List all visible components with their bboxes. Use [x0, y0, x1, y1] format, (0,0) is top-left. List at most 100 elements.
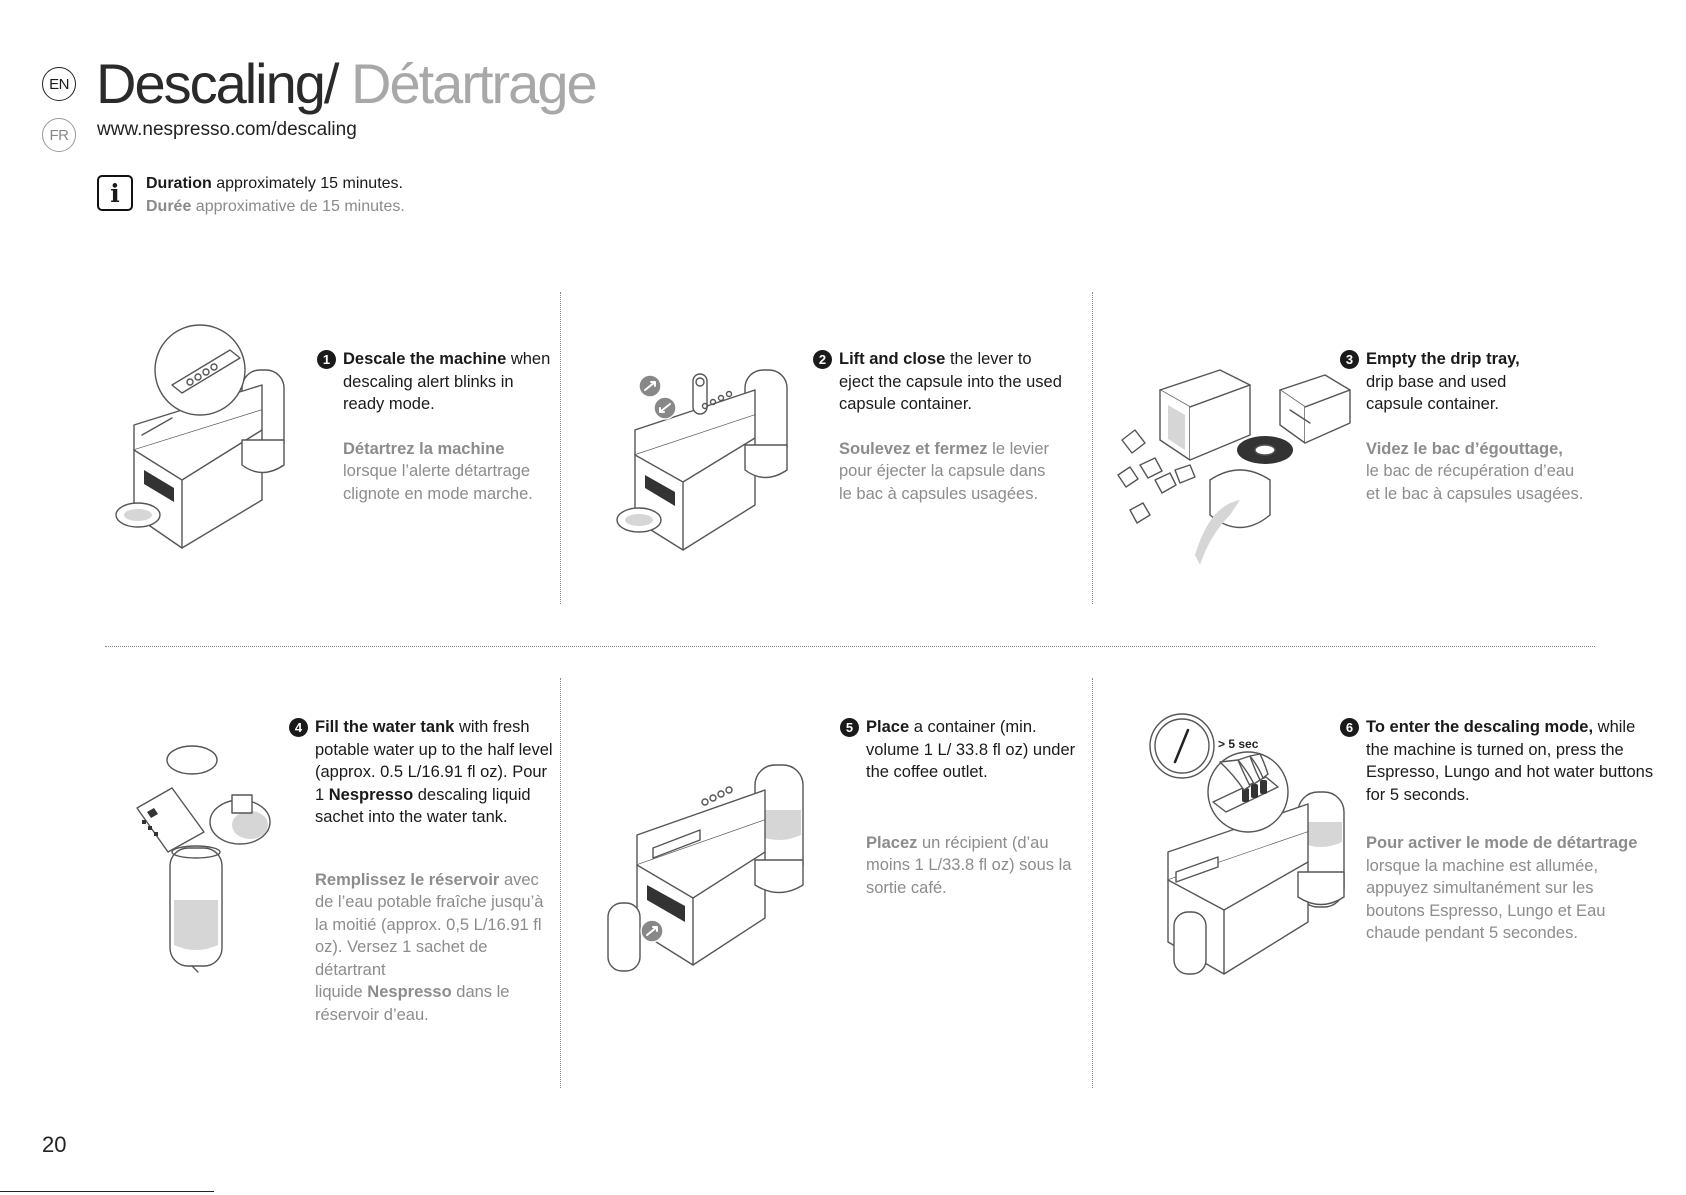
step-1-fr-line: clignote en mode marche.	[343, 484, 533, 503]
duration-en: Duration approximately 15 minutes.	[146, 175, 403, 193]
step-4-en-line: potable water up to the half level	[315, 740, 553, 759]
step-4-fr-line: Remplissez le réservoir avec	[315, 869, 560, 892]
step-2-en-text: the lever to	[945, 350, 1032, 368]
step-1-en-bold: Descale the machine	[343, 350, 507, 368]
title-en: Descaling/	[96, 52, 339, 115]
step-4-fr-bold: Remplissez le réservoir	[315, 870, 500, 889]
step-4-en: Fill the water tank with fresh potable w…	[315, 716, 560, 829]
step-1-en-text: when	[506, 350, 551, 368]
column-divider	[560, 678, 561, 1088]
info-icon: i	[97, 175, 133, 211]
step-4-en-text: 1	[315, 785, 329, 804]
step-1-fr-bold: Détartrez la machine	[343, 439, 505, 458]
step-3-en-line: Empty the drip tray,	[1366, 348, 1596, 371]
step-5-en-text: a container (min.	[909, 718, 1037, 736]
step-4-fr-line: liquide Nespresso dans le	[315, 981, 560, 1004]
step-4-en-line: sachet into the water tank.	[315, 808, 508, 826]
step-2-fr-bold: Soulevez et fermez	[839, 439, 988, 458]
step-2-en: Lift and close the lever to eject the ca…	[839, 348, 1084, 416]
timer-label: > 5 sec	[1218, 737, 1259, 751]
step-6-en-text: while	[1593, 718, 1636, 736]
step-2-en-line: eject the capsule into the used	[839, 372, 1062, 391]
duration-en-bold: Duration	[146, 175, 212, 192]
step-4-en-text: with fresh	[454, 718, 530, 736]
step-2: 2 Lift and close the lever to eject the …	[813, 348, 1084, 506]
step-6-fr-line: lorsque la machine est allumée,	[1366, 856, 1599, 875]
row-divider	[105, 646, 1595, 647]
step-1-en: Descale the machine when descaling alert…	[343, 348, 558, 416]
step-5-fr-bold: Placez	[866, 833, 918, 852]
step-6-fr-line: boutons Espresso, Lungo et Eau	[1366, 901, 1606, 920]
step-3-fr-line: Videz le bac d’égouttage,	[1366, 438, 1596, 461]
step-3-en-line: drip base and used	[1366, 372, 1507, 391]
step-2-en-line: Lift and close the lever to	[839, 348, 1084, 371]
step-1-en-line: ready mode.	[343, 395, 435, 413]
step-2-fr-line: pour éjecter la capsule dans	[839, 462, 1046, 480]
step-5-fr-line: sortie café.	[866, 878, 947, 897]
step-3-en: Empty the drip tray, drip base and used …	[1366, 348, 1596, 416]
step-1-fr: Détartrez la machine lorsque l’alerte dé…	[343, 438, 558, 506]
step-1: 1 Descale the machine when descaling ale…	[317, 348, 558, 506]
step-6-en: To enter the descaling mode, while the m…	[1366, 716, 1666, 806]
step-4-fr-line: la moitié (approx. 0,5 L/16.91 fl	[315, 915, 542, 934]
step-1-number: 1	[317, 350, 336, 369]
step-4-fr-text: avec	[499, 870, 539, 889]
step-5: 5 Place a container (min. volume 1 L/ 33…	[840, 716, 1086, 900]
step-6-fr-bold: Pour activer le mode de détartrage	[1366, 834, 1638, 852]
step-6-fr: Pour activer le mode de détartrage lorsq…	[1366, 832, 1666, 945]
step-6-en-line: for 5 seconds.	[1366, 785, 1470, 804]
footer-rule	[0, 1191, 214, 1192]
step-3-fr: Videz le bac d’égouttage, le bac de récu…	[1366, 438, 1596, 506]
step-6-en-line: To enter the descaling mode, while	[1366, 716, 1666, 739]
step-5-fr: Placez un récipient (d’au moins 1 L/33.8…	[866, 832, 1086, 900]
lang-en-text: EN	[49, 75, 69, 93]
step-4-fr-text: liquide	[315, 983, 368, 1001]
step-3-number: 3	[1340, 350, 1359, 369]
lang-en-badge: EN	[42, 67, 76, 101]
fill-tank-illustration	[136, 745, 271, 973]
duration-fr-bold: Durée	[146, 198, 192, 215]
step-4-en-brand: Nespresso	[328, 785, 414, 804]
step-4-fr: Remplissez le réservoir avec de l’eau po…	[315, 869, 560, 1027]
step-3-en-bold: Empty the drip tray,	[1366, 350, 1520, 368]
page-number: 20	[42, 1132, 67, 1157]
step-4-en-line: Fill the water tank with fresh	[315, 716, 560, 739]
step-4-en-bold: Fill the water tank	[315, 718, 455, 736]
step-5-number: 5	[840, 718, 859, 737]
lever-eject-illustration	[616, 369, 788, 551]
step-2-fr: Soulevez et fermez le levier pour éjecte…	[839, 438, 1084, 506]
step-3-fr-line: et le bac à capsules usagées.	[1366, 484, 1584, 503]
column-divider	[1092, 292, 1093, 604]
step-1-fr-line: Détartrez la machine	[343, 438, 558, 461]
step-2-fr-text: le levier	[987, 439, 1050, 458]
duration-fr-rest: approximative de 15 minutes.	[191, 198, 405, 215]
step-5-en-line: volume 1 L/ 33.8 fl oz) under	[866, 740, 1076, 759]
place-container-illustration	[607, 764, 804, 972]
duration-fr: Durée approximative de 15 minutes.	[146, 198, 405, 216]
step-6-number: 6	[1340, 718, 1359, 737]
step-4-fr-line: oz). Versez 1 sachet de détartrant	[315, 938, 488, 979]
step-4-number: 4	[289, 718, 308, 737]
press-buttons-illustration: > 5 sec	[1149, 713, 1345, 975]
step-5-en-line: Place a container (min.	[866, 716, 1086, 739]
step-5-en-line: the coffee outlet.	[866, 763, 988, 781]
step-6: 6 To enter the descaling mode, while the…	[1340, 716, 1666, 945]
step-1-en-line: descaling alert blinks in	[343, 372, 514, 391]
step-4-fr-line: de l’eau potable fraîche jusqu’à	[315, 893, 544, 911]
step-6-fr-line: chaude pendant 5 secondes.	[1366, 924, 1578, 942]
step-1-en-line: Descale the machine when	[343, 348, 558, 371]
step-5-fr-line: Placez un récipient (d’au	[866, 832, 1086, 855]
descaling-url[interactable]: www.nespresso.com/descaling	[97, 119, 357, 140]
step-4-en-line: 1 Nespresso descaling liquid	[315, 784, 560, 807]
step-2-fr-line: Soulevez et fermez le levier	[839, 438, 1084, 461]
lang-fr-text: FR	[49, 126, 70, 144]
step-3-fr-line: le bac de récupération d’eau	[1366, 462, 1575, 480]
step-4: 4 Fill the water tank with fresh potable…	[289, 716, 560, 1027]
step-2-number: 2	[813, 350, 832, 369]
step-5-en-bold: Place	[866, 718, 910, 736]
step-4-fr-text: dans le	[451, 983, 510, 1001]
step-1-fr-line: lorsque l’alerte détartrage	[343, 462, 531, 480]
step-6-en-bold: To enter the descaling mode,	[1366, 718, 1594, 736]
step-4-fr-line: réservoir d’eau.	[315, 1005, 429, 1024]
step-5-en: Place a container (min. volume 1 L/ 33.8…	[866, 716, 1086, 784]
